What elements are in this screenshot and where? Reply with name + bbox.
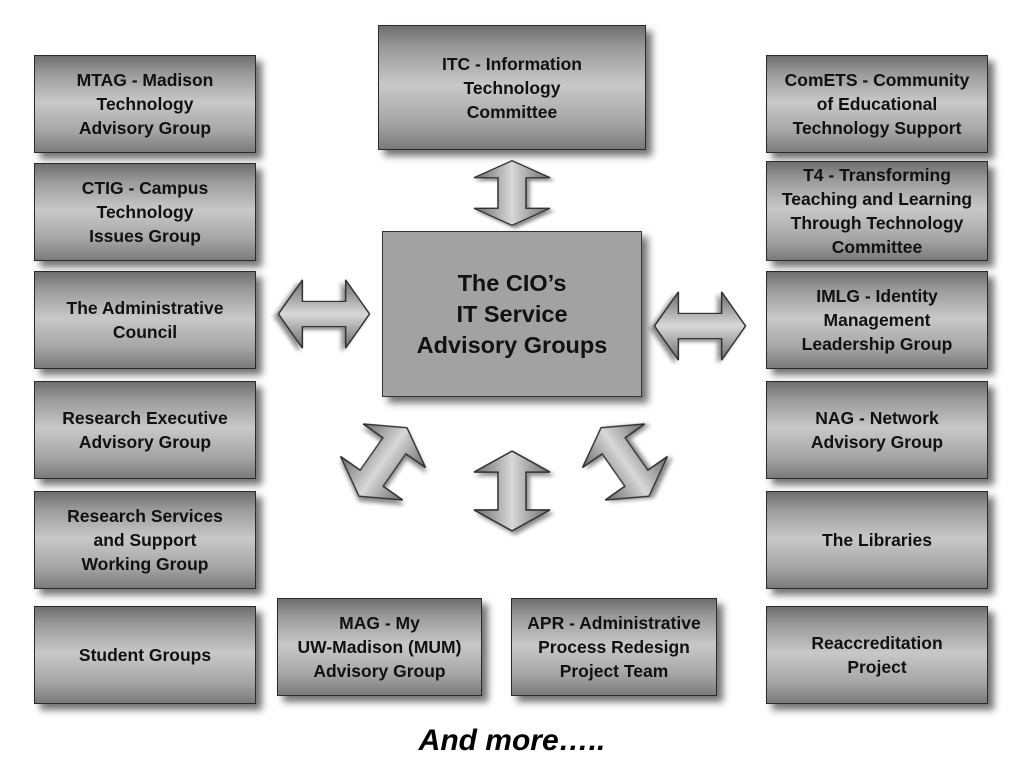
center-line-2: IT Service (456, 300, 568, 327)
center-line-1: The CIO’s (457, 269, 567, 296)
box-libraries-line-1: The Libraries (822, 530, 932, 550)
box-ctig-line-3: Issues Group (89, 226, 201, 246)
box-admin-council-line-1: The Administrative (66, 298, 224, 318)
box-itc-line-3: Committee (466, 101, 558, 122)
box-research-services: Research Services and Support Working Gr… (34, 491, 256, 589)
box-research-services-line-2: and Support (93, 530, 197, 550)
box-libraries: The Libraries (766, 491, 988, 589)
box-t4-line-3: Through Technology (790, 213, 964, 233)
box-apr-line-3: Project Team (559, 661, 669, 681)
box-reaccreditation-line-1: Reaccreditation (811, 633, 943, 653)
box-research-services-line-1: Research Services (67, 506, 223, 526)
box-admin-council: The Administrative Council (34, 271, 256, 369)
box-t4-line-2: Teaching and Learning (781, 189, 973, 209)
arrow-bottom-left (327, 405, 439, 519)
box-admin-council-line-2: Council (112, 322, 178, 342)
box-itc-line-1: ITC - Information (442, 53, 582, 74)
box-nag: NAG - Network Advisory Group (766, 381, 988, 479)
box-nag-line-1: NAG - Network (815, 408, 939, 428)
box-mtag-line-2: Technology (96, 94, 194, 114)
box-mtag-line-1: MTAG - Madison (76, 70, 214, 90)
box-mtag: MTAG - Madison Technology Advisory Group (34, 55, 256, 153)
box-itc: ITC - Information Technology Committee (378, 25, 646, 150)
arrow-bottom (473, 450, 551, 532)
arrow-left (277, 279, 371, 349)
box-research-services-line-3: Working Group (81, 554, 209, 574)
box-itc-line-2: Technology (463, 77, 561, 98)
box-comets-line-1: ComETS - Community (784, 70, 970, 90)
center-box: The CIO’s IT Service Advisory Groups (382, 231, 642, 397)
box-apr-line-1: APR - Administrative (527, 613, 701, 633)
center-line-3: Advisory Groups (416, 331, 608, 358)
box-t4: T4 - Transforming Teaching and Learning … (766, 161, 988, 261)
box-mag-line-1: MAG - My (339, 613, 420, 633)
box-apr: APR - Administrative Process Redesign Pr… (511, 598, 717, 696)
box-mag-line-2: UW-Madison (MUM) (297, 637, 462, 657)
box-mag-line-3: Advisory Group (313, 661, 446, 681)
box-research-exec: Research Executive Advisory Group (34, 381, 256, 479)
box-imlg-line-1: IMLG - Identity (816, 286, 938, 306)
box-mag: MAG - My UW-Madison (MUM) Advisory Group (277, 598, 482, 696)
box-mtag-line-3: Advisory Group (78, 118, 212, 138)
box-nag-line-2: Advisory Group (810, 432, 944, 452)
box-comets: ComETS - Community of Educational Techno… (766, 55, 988, 153)
box-reaccreditation: Reaccreditation Project (766, 606, 988, 704)
box-imlg: IMLG - Identity Management Leadership Gr… (766, 271, 988, 369)
box-apr-line-2: Process Redesign (538, 637, 690, 657)
box-ctig-line-1: CTIG - Campus (81, 178, 209, 198)
box-ctig-line-2: Technology (96, 202, 194, 222)
box-comets-line-2: of Educational (816, 94, 938, 114)
box-reaccreditation-line-2: Project (847, 657, 907, 677)
arrow-bottom-right (569, 405, 681, 519)
and-more-caption: And more….. (418, 724, 606, 757)
arrow-top (473, 159, 551, 227)
box-imlg-line-2: Management (823, 310, 931, 330)
box-t4-line-1: T4 - Transforming (803, 165, 951, 185)
box-student-groups-line-1: Student Groups (78, 645, 212, 665)
box-student-groups: Student Groups (34, 606, 256, 704)
arrow-right (653, 291, 747, 361)
box-ctig: CTIG - Campus Technology Issues Group (34, 163, 256, 261)
box-comets-line-3: Technology Support (792, 118, 962, 138)
box-research-exec-line-1: Research Executive (62, 408, 228, 428)
box-t4-line-4: Committee (831, 237, 923, 257)
box-imlg-line-3: Leadership Group (801, 334, 953, 354)
box-research-exec-line-2: Advisory Group (78, 432, 212, 452)
